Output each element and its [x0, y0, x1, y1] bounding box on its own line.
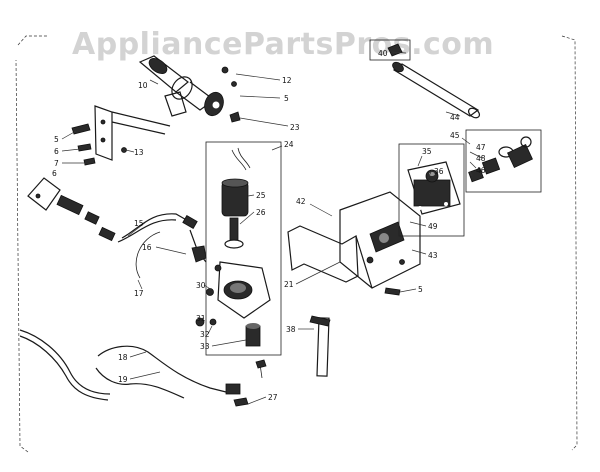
callout-27: 27: [268, 393, 278, 402]
thermocouple-probe: [309, 315, 331, 377]
callout-46: 46: [476, 166, 486, 175]
callout-47: 47: [476, 143, 486, 152]
callout-13: 13: [134, 148, 144, 157]
callout-26: 26: [256, 208, 266, 217]
diagram-border: [15, 35, 578, 453]
mounting-bracket: [71, 105, 171, 166]
callout-5-top: 5: [284, 94, 289, 103]
callout-49: 49: [428, 222, 438, 231]
callout-16: 16: [142, 243, 152, 252]
small-part-box: [369, 39, 411, 61]
callout-labels: 40 44 45 35 36 47 48 46 49 43 42 12 10 5…: [52, 49, 486, 402]
callout-42: 42: [296, 197, 306, 206]
callout-36: 36: [434, 167, 444, 176]
callout-44: 44: [450, 113, 460, 122]
callout-48: 48: [476, 154, 486, 163]
valve-group-box: [205, 141, 282, 356]
callout-45: 45: [450, 131, 460, 140]
screw: [384, 287, 401, 296]
watermark-text: AppliancePartsPros.com: [72, 27, 494, 62]
igniter-wire: [19, 329, 267, 407]
burner-tube: [392, 61, 481, 119]
orifice-fittings: [468, 136, 533, 183]
callout-43: 43: [428, 251, 438, 260]
callout-35: 35: [422, 147, 432, 156]
thermocouple-line: [135, 229, 207, 279]
fitting-group-box: [465, 129, 542, 193]
regulator-group-box: [398, 143, 465, 237]
callout-10: 10: [138, 81, 148, 90]
regulator-mount: [287, 191, 421, 289]
callout-19: 19: [118, 375, 128, 384]
small-part: [387, 43, 403, 57]
callout-25: 25: [256, 191, 266, 200]
callout-31: 31: [196, 314, 206, 323]
callout-38: 38: [286, 325, 296, 334]
callout-33: 33: [200, 342, 210, 351]
callout-40: 40: [378, 49, 388, 58]
callout-24: 24: [284, 140, 294, 149]
callout-5-right: 5: [418, 285, 423, 294]
callout-7: 7: [54, 159, 59, 168]
callout-30: 30: [196, 281, 206, 290]
callout-6-mid: 6: [52, 169, 57, 178]
pressure-regulator: [407, 161, 461, 215]
callout-21: 21: [284, 280, 294, 289]
callout-23: 23: [290, 123, 300, 132]
actuator-assembly: [138, 55, 241, 123]
inlet-fitting: [27, 177, 198, 243]
callout-6-top: 6: [54, 147, 59, 156]
callout-32: 32: [200, 330, 210, 339]
leader-lines: [61, 51, 483, 405]
callout-15: 15: [134, 219, 144, 228]
callout-12: 12: [282, 76, 292, 85]
gas-valve-assembly: [195, 147, 271, 347]
callout-5-left: 5: [54, 135, 59, 144]
callout-17: 17: [134, 289, 144, 298]
callout-18: 18: [118, 353, 128, 362]
